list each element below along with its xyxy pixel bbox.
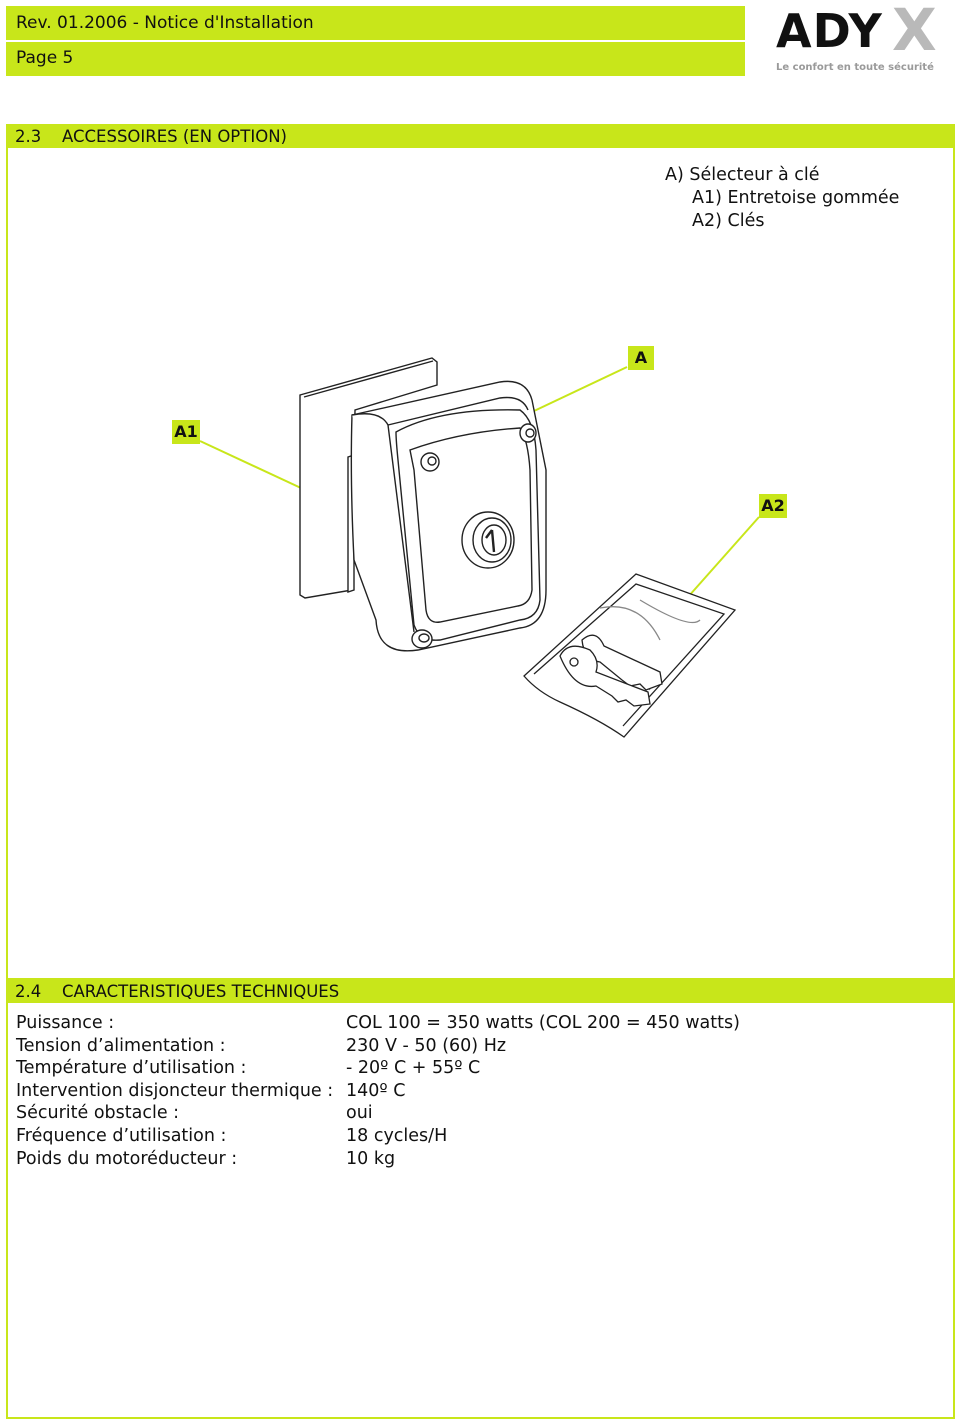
callout-a: A [628,346,654,370]
spec-label: Sécurité obstacle : [16,1103,180,1123]
selector-body [350,380,547,652]
spec-label: Poids du motoréducteur : [16,1149,238,1169]
spec-value: COL 100 = 350 watts (COL 200 = 450 watts… [346,1013,740,1033]
header-page-number: Page 5 [6,42,745,76]
spec-label: Tension d’alimentation : [16,1036,226,1056]
accessories-section-title: ACCESSOIRES (EN OPTION) [62,127,287,146]
spec-value: oui [346,1103,373,1123]
spec-value: - 20º C + 55º C [346,1058,481,1078]
spec-label: Fréquence d’utilisation : [16,1126,227,1146]
accessory-item-a: A) Sélecteur à clé [665,165,820,185]
spec-label: Température d’utilisation : [16,1058,247,1078]
spec-value: 10 kg [346,1149,396,1169]
accessories-section-number: 2.3 [15,127,42,146]
accessory-item-a2: A2) Clés [692,211,765,231]
spec-value: 230 V - 50 (60) Hz [346,1036,507,1056]
spec-label: Puissance : [16,1013,115,1033]
accessories-section-header: 2.3 ACCESSOIRES (EN OPTION) [6,124,955,148]
logo-tagline: Le confort en toute sécurité [776,62,934,73]
specs-section-header: 2.4 CARACTERISTIQUES TECHNIQUES [6,979,955,1003]
logo-x-mark: X [892,0,937,64]
spec-value: 18 cycles/H [346,1126,448,1146]
key-selector-illustration [199,357,760,738]
logo-wordmark: ADY [776,4,883,58]
callout-a1: A1 [172,420,200,444]
adyx-logo: ADY X Le confort en toute sécurité [776,0,937,80]
spec-value: 140º C [346,1081,406,1101]
callout-a2: A2 [759,494,787,518]
specs-section-title: CARACTERISTIQUES TECHNIQUES [62,982,340,1001]
header-document-title: Rev. 01.2006 - Notice d'Installation [6,6,745,40]
keys-in-bag [523,573,737,738]
accessories-list: A) Sélecteur à clé A1) Entretoise gommée… [665,164,899,233]
accessory-item-a1: A1) Entretoise gommée [692,188,900,208]
spec-label: Intervention disjoncteur thermique : [16,1081,334,1101]
specs-section-number: 2.4 [15,982,42,1001]
